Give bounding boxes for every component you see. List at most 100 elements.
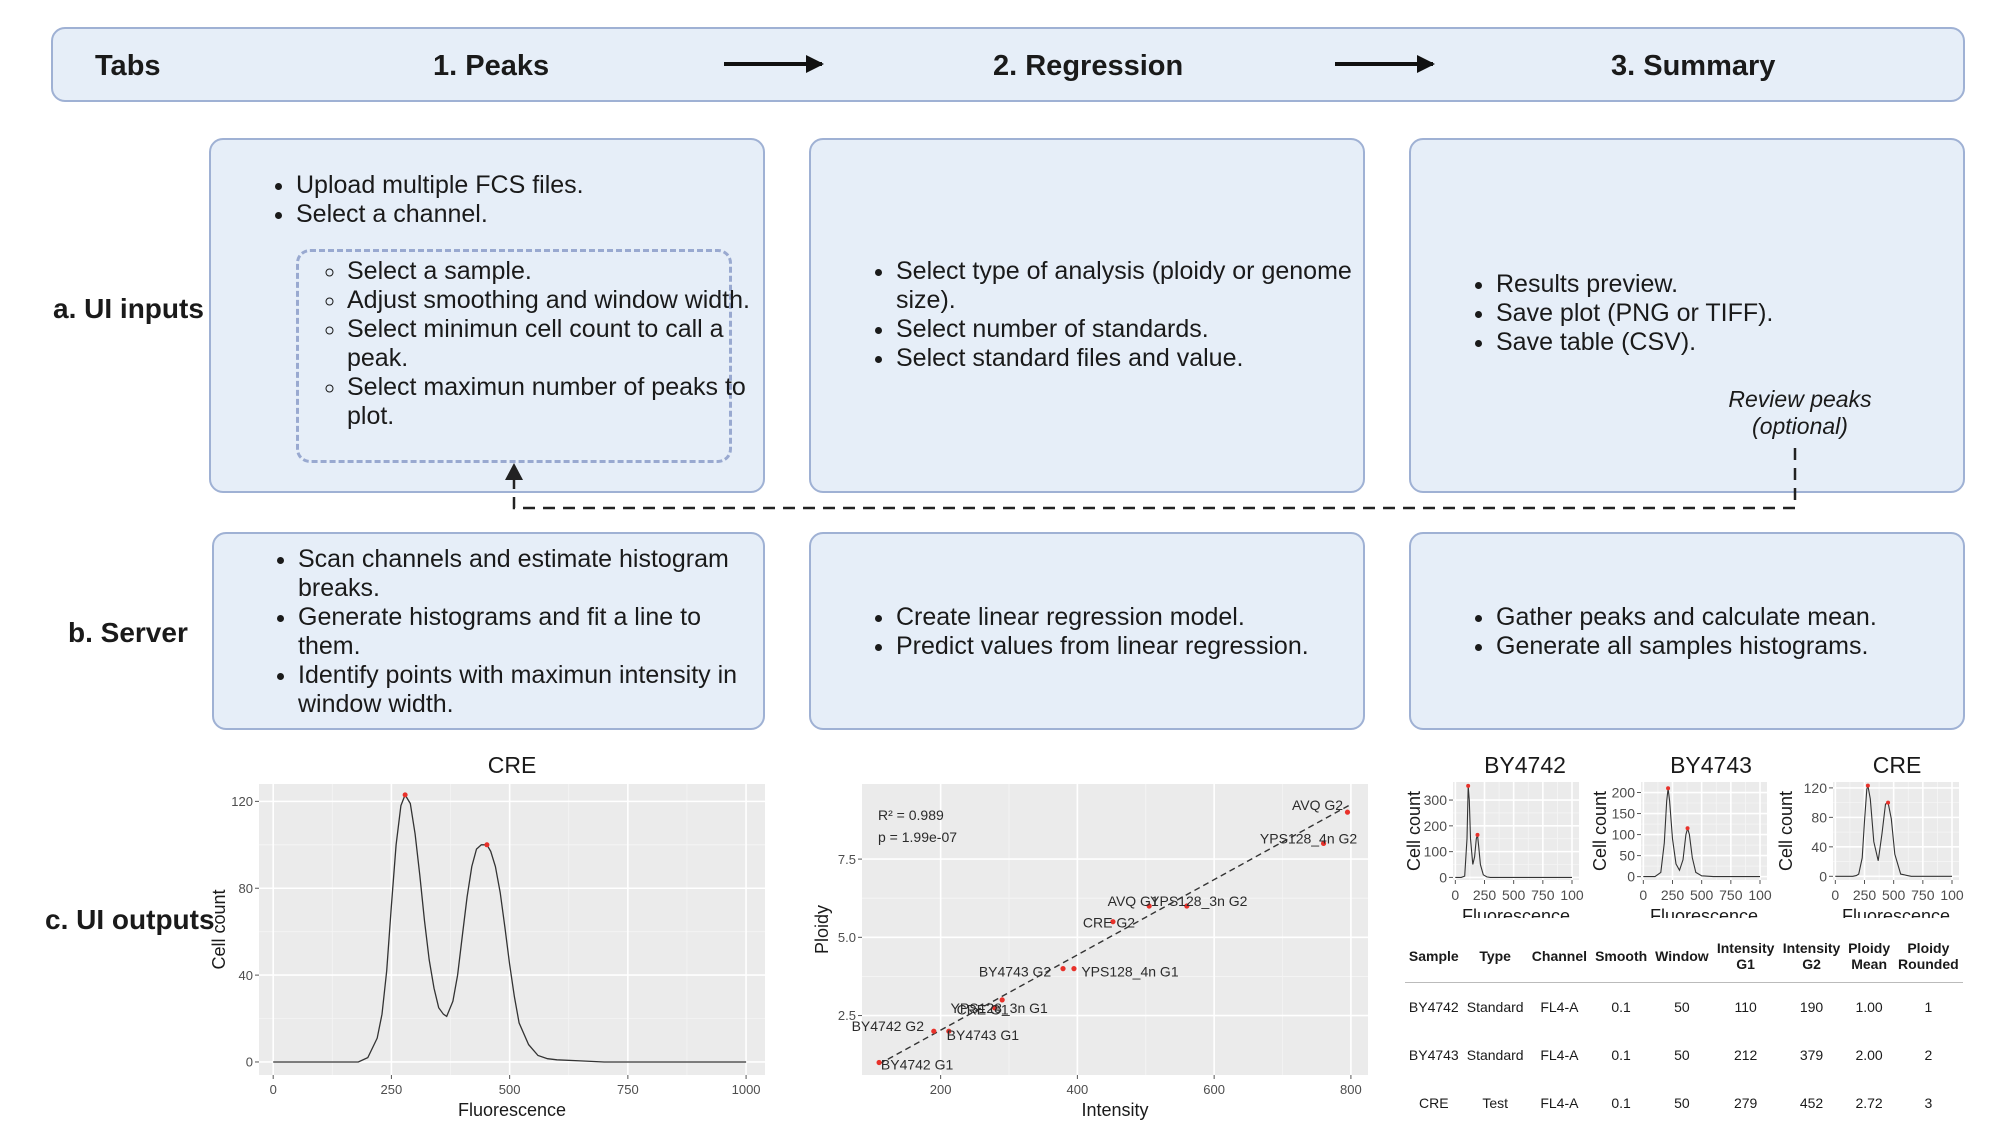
- y-tick-label: 0: [1627, 869, 1635, 885]
- data-point: [946, 1028, 952, 1034]
- x-tick-label: 600: [1203, 1082, 1225, 1097]
- table-header-text: Channel: [1531, 948, 1588, 964]
- x-tick-label: 250: [1473, 887, 1497, 903]
- table-cell: 0.1: [1611, 1047, 1631, 1063]
- table-cell: Standard: [1466, 999, 1524, 1015]
- row-label-ui-inputs: a. UI inputs: [53, 293, 204, 324]
- y-axis-title: Cell count: [1405, 791, 1424, 871]
- tabs-label: Tabs: [95, 50, 161, 82]
- x-axis-title: Fluorescence: [1462, 906, 1570, 918]
- list-item: Gather peaks and calculate mean.: [1496, 603, 1976, 632]
- tab-summary[interactable]: 3. Summary: [1611, 50, 1776, 82]
- data-point: [1184, 903, 1190, 909]
- tab-regression[interactable]: 2. Regression: [993, 50, 1184, 82]
- table-cell: 50: [1674, 1047, 1690, 1063]
- table-cell: 279: [1733, 1095, 1758, 1111]
- peak-marker: [1685, 826, 1690, 831]
- table-cell: 379: [1799, 1047, 1824, 1063]
- table-header-cell: Window: [1651, 930, 1713, 983]
- inputs-box-summary: [1409, 138, 1965, 493]
- x-tick-label: 100: [1560, 887, 1584, 903]
- list-item: Scan channels and estimate histogram bre…: [298, 545, 768, 603]
- x-tick-label: 0: [1639, 887, 1647, 903]
- review-peaks-note: Review peaks (optional): [1700, 386, 1900, 440]
- y-tick-label: 150: [1612, 806, 1636, 822]
- histogram-curve: [273, 793, 747, 1063]
- x-tick-label: 800: [1340, 1082, 1362, 1097]
- inputs-summary-list: Results preview. Save plot (PNG or TIFF)…: [1458, 270, 1966, 357]
- y-axis-title: Ploidy: [812, 905, 832, 954]
- point-label: BY4743 G2: [979, 964, 1052, 980]
- inputs-regression-list: Select type of analysis (ploidy or genom…: [858, 257, 1366, 373]
- x-axis-title: Fluorescence: [458, 1100, 566, 1120]
- tab-peaks[interactable]: 1. Peaks: [433, 50, 550, 82]
- y-tick-label: 300: [1424, 792, 1448, 808]
- x-tick-label: 500: [1882, 887, 1906, 903]
- data-point: [1060, 966, 1066, 972]
- table-header-cell: Sample: [1405, 930, 1463, 983]
- histogram-curve: [1643, 788, 1760, 878]
- table-cell: 452: [1799, 1095, 1824, 1111]
- x-axis-title: Intensity: [1081, 1100, 1148, 1120]
- y-tick-label: 100: [1612, 827, 1636, 843]
- y-tick-label: 50: [1619, 848, 1635, 864]
- table-cell: BY4743: [1408, 1047, 1459, 1063]
- plot-panel: [259, 784, 765, 1075]
- y-tick-label: 100: [1424, 844, 1448, 860]
- table-header-text: G1: [1736, 956, 1755, 972]
- inputs-peaks-sublist: Select a sample. Adjust smoothing and wi…: [309, 257, 757, 431]
- list-item: Adjust smoothing and window width.: [347, 286, 757, 315]
- peak-marker: [1466, 783, 1471, 788]
- list-item: Select type of analysis (ploidy or genom…: [896, 257, 1366, 315]
- point-label: AVQ G2: [1292, 797, 1343, 813]
- list-item: Select a sample.: [347, 257, 757, 286]
- y-tick-label: 40: [1811, 839, 1827, 855]
- review-connector: [505, 448, 1797, 510]
- table-cell: FL4-A: [1540, 1047, 1579, 1063]
- histogram-curve: [1835, 785, 1952, 877]
- table-cell: CRE: [1419, 1095, 1449, 1111]
- x-tick-label: 0: [270, 1082, 277, 1097]
- table-cell: 50: [1674, 1095, 1690, 1111]
- y-axis-title: Cell count: [209, 889, 229, 969]
- table-cell: 2.72: [1855, 1095, 1883, 1111]
- table-header-text: Ploidy: [1907, 940, 1950, 956]
- peak-marker: [1475, 832, 1480, 837]
- list-item: Select a channel.: [296, 200, 766, 229]
- y-tick-label: 0: [246, 1055, 253, 1070]
- tab-arrows: [724, 55, 1435, 73]
- inputs-box-regression: [809, 138, 1365, 493]
- point-label: BY4743 G1: [947, 1027, 1020, 1043]
- point-label: BY4742 G2: [852, 1018, 925, 1034]
- plot-panel: [1641, 782, 1767, 880]
- x-tick-label: 0: [1451, 887, 1459, 903]
- list-item: Select number of standards.: [896, 315, 1366, 344]
- table-cell: 3: [1924, 1095, 1933, 1111]
- y-tick-label: 120: [1804, 780, 1828, 796]
- x-tick-label: 100: [1940, 887, 1964, 903]
- table-header-cell: Smooth: [1591, 930, 1652, 983]
- point-label: YPS128_4n G2: [1260, 830, 1358, 846]
- server-peaks-list: Scan channels and estimate histogram bre…: [260, 545, 768, 719]
- peak-marker: [1865, 783, 1870, 788]
- table-header-text: Intensity: [1782, 940, 1841, 956]
- point-label: YPS128_3n G2: [1150, 893, 1248, 909]
- list-item: Select minimun cell count to call a peak…: [347, 315, 757, 373]
- table-cell: 2: [1924, 1047, 1933, 1063]
- histogram-curve: [1455, 785, 1572, 878]
- data-point: [992, 1005, 998, 1011]
- y-axis-title: Cell count: [1777, 791, 1796, 871]
- peak-marker: [402, 792, 408, 798]
- point-label: AVQ G1: [1108, 893, 1159, 909]
- peak-marker: [1886, 800, 1891, 805]
- table-header-cell: Type: [1462, 930, 1528, 983]
- tabs-bar: [51, 27, 1965, 102]
